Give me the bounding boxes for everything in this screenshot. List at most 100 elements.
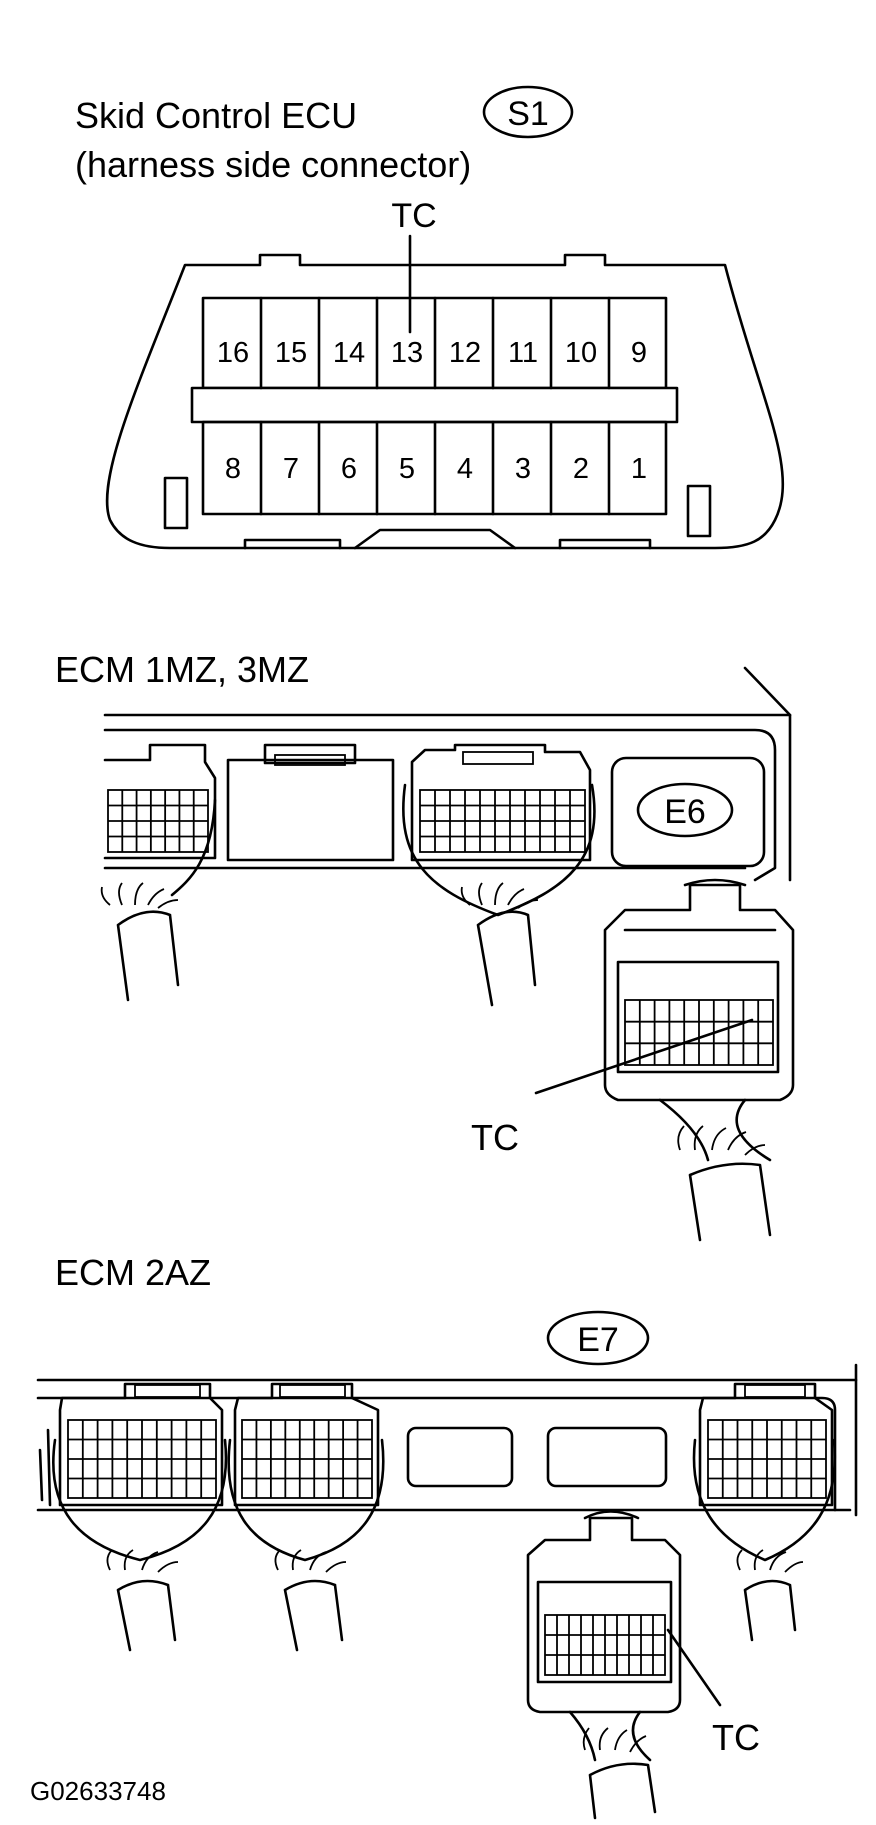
ecm-1mz-wire-strands-c <box>460 882 539 909</box>
ecm-1mz-connector-id-oval <box>636 782 734 838</box>
ecm-1mz-e6-bundle <box>688 1162 772 1242</box>
ecm-1mz-tc-label: TC <box>471 1117 519 1158</box>
ecm-1mz-connector-a <box>103 743 217 860</box>
ecm-2az-wire-strands-3 <box>736 1549 804 1573</box>
pin-1: 1 <box>631 453 647 485</box>
s1-side-latch-left <box>163 476 189 530</box>
ecm-1mz-e6-plug-pins <box>624 999 774 1066</box>
ecm-1mz-e6-wire-strands <box>677 1125 766 1156</box>
ecm-2az-connector-1-lock <box>134 1384 201 1398</box>
ecm-1mz-connector-id: E6 <box>664 793 706 831</box>
ecm-1mz-connector-c-hood <box>402 783 596 917</box>
pin-16: 16 <box>217 337 249 369</box>
ecm-1mz-e6-plug-latch <box>683 878 747 887</box>
s1-housing-key <box>353 528 517 550</box>
ecm-1mz-e6-port <box>610 756 766 868</box>
pin-11: 11 <box>508 337 538 369</box>
ecm-2az-e7-wire-strands <box>582 1727 647 1753</box>
ecm-1mz-connector-b-lock-inner <box>274 754 346 766</box>
ecm-1mz-e6-plug-boot <box>658 1098 772 1162</box>
ecm-2az-section: ECM 2AZ E7 <box>36 1252 858 1820</box>
ecm-1mz-connector-b-lock <box>263 743 357 765</box>
ecm-2az-e7-plug-pins <box>544 1614 666 1676</box>
s1-connector-housing <box>105 253 785 550</box>
ecm-2az-connector-2-pins <box>241 1419 373 1499</box>
ecm-1mz-e6-plug-face <box>616 960 780 1074</box>
ecm-1mz-connector-c <box>410 743 592 862</box>
ecm-2az-connector-2 <box>233 1382 380 1507</box>
pin-12: 12 <box>449 337 481 369</box>
pin-6: 6 <box>341 453 357 485</box>
ecm-2az-e7-bundle <box>588 1762 657 1820</box>
ecm-2az-e7-plug-latch <box>583 1510 640 1520</box>
s1-title: Skid Control ECU <box>75 95 357 136</box>
ecm-1mz-bundle-c <box>476 910 537 1007</box>
ecm-2az-connector-id: E7 <box>577 1321 619 1359</box>
ecm-2az-connector-3-lock <box>744 1384 806 1398</box>
ecm-2az-body-left-cut <box>38 1428 52 1507</box>
ecm-1mz-connector-a-wire <box>170 798 217 897</box>
ecm-1mz-connector-c-lock <box>462 751 534 765</box>
ecm-2az-bundle-2 <box>283 1579 344 1652</box>
ecm-1mz-connector-b <box>226 758 395 862</box>
pin-7: 7 <box>283 453 299 485</box>
s1-subtitle: (harness side connector) <box>75 144 471 185</box>
ecm-2az-connector-1-hood <box>52 1438 228 1562</box>
ecm-2az-connector-3-pins <box>707 1419 827 1499</box>
s1-side-latch-right <box>686 484 712 538</box>
ecm-2az-connector-1-pins <box>67 1419 217 1499</box>
pin-9: 9 <box>631 337 647 369</box>
ecm-1mz-body-inner <box>103 728 777 882</box>
ecm-2az-blank-port-2 <box>546 1426 668 1488</box>
ecm-1mz-connector-c-pins <box>419 789 586 853</box>
s1-housing-notch <box>243 538 342 550</box>
pin-13: 13 <box>391 337 423 369</box>
pin-15: 15 <box>275 337 307 369</box>
ecm-2az-connector-3 <box>698 1382 834 1507</box>
ecm-2az-tc-label: TC <box>712 1717 760 1758</box>
ecm-1mz-section: ECM 1MZ, 3MZ E6 <box>55 649 795 1242</box>
ecm-2az-connector-id-oval <box>546 1310 650 1366</box>
s1-pins-bottom: 8 7 6 5 4 3 2 1 <box>225 453 647 485</box>
pin-10: 10 <box>565 337 597 369</box>
ecm-2az-connector-2-hood <box>227 1438 385 1562</box>
pin-3: 3 <box>515 453 531 485</box>
s1-divider-bar <box>190 386 679 424</box>
ecm-2az-blank-port-1 <box>406 1426 514 1488</box>
ecm-2az-wire-strands-1 <box>106 1549 179 1573</box>
ecm-1mz-bundle-a <box>116 910 180 1002</box>
ecm-2az-bundle-3 <box>743 1579 797 1642</box>
ecm-1mz-tc-leader <box>534 1018 754 1095</box>
pin-2: 2 <box>573 453 589 485</box>
ecm-2az-e7-plug-face <box>536 1580 673 1684</box>
ecm-2az-title: ECM 2AZ <box>55 1252 211 1293</box>
s1-tc-label: TC <box>391 197 436 235</box>
ecm-2az-body-inner <box>36 1396 837 1512</box>
ecm-1mz-wire-strands-a <box>100 882 179 909</box>
figure-id: G02633748 <box>30 1776 166 1806</box>
pin-8: 8 <box>225 453 241 485</box>
ecm-2az-connector-2-lock <box>279 1384 346 1398</box>
ecm-1mz-body-edge <box>743 666 792 717</box>
ecm-2az-e7-plug-boot <box>568 1710 652 1762</box>
ecm-1mz-connector-a-pins <box>107 789 209 853</box>
s1-connector-id: S1 <box>507 95 549 133</box>
ecm-2az-bundle-1 <box>116 1579 177 1652</box>
ecm-1mz-title: ECM 1MZ, 3MZ <box>55 649 309 690</box>
pin-14: 14 <box>333 337 365 369</box>
s1-pins-top: 16 15 14 13 12 11 10 9 <box>217 337 647 369</box>
pin-4: 4 <box>457 453 473 485</box>
ecm-2az-connector-3-hood <box>692 1438 837 1562</box>
s1-pin-dividers <box>259 296 611 516</box>
ecm-2az-wire-strands-2 <box>274 1549 347 1573</box>
ecm-2az-e7-plug <box>526 1516 682 1714</box>
ecm-2az-connector-1 <box>58 1382 224 1507</box>
ecm-1mz-e6-plug <box>603 883 795 1102</box>
pin-5: 5 <box>399 453 415 485</box>
s1-housing-notch <box>558 538 652 550</box>
ecm-2az-tc-leader <box>666 1628 722 1707</box>
s1-section: Skid Control ECU S1 (harness side connec… <box>75 85 785 550</box>
s1-connector-id-oval <box>482 85 574 139</box>
